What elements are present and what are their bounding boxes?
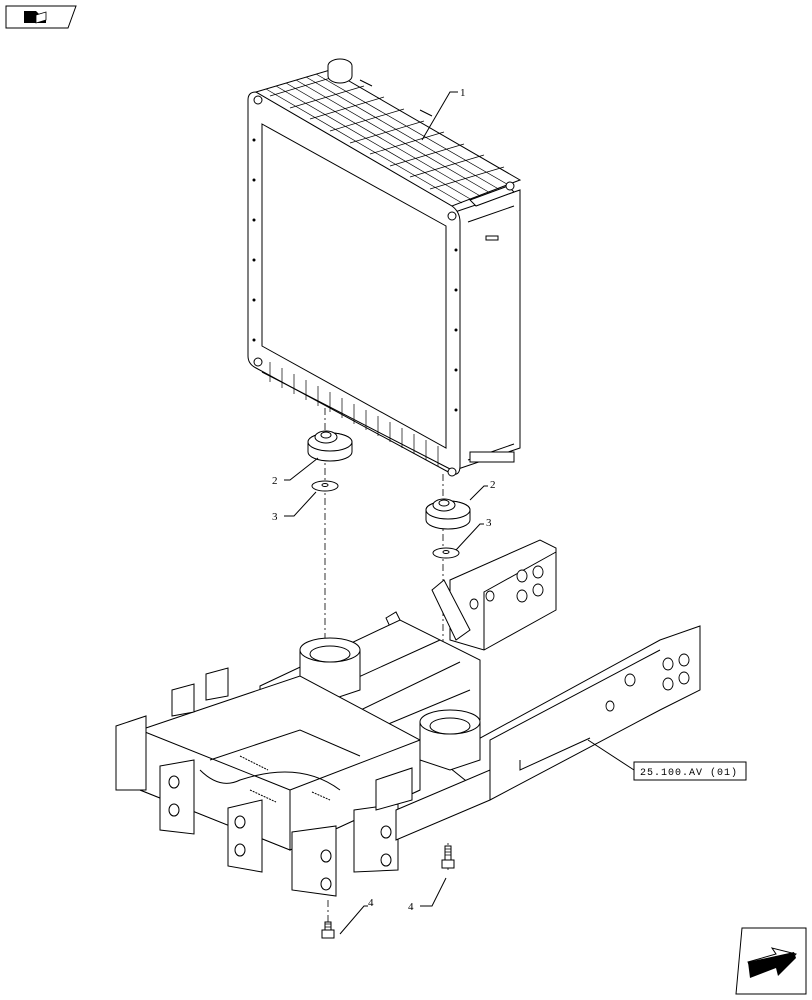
reference-callout[interactable]: 25.100.AV (01) xyxy=(587,739,747,781)
svg-text:25.100.AV (01): 25.100.AV (01) xyxy=(640,767,738,779)
callout-1: 1 xyxy=(421,87,466,141)
bolt-right xyxy=(441,845,455,869)
svg-text:3: 3 xyxy=(486,517,492,529)
washer-left xyxy=(311,480,339,492)
callout-3-left: 3 xyxy=(272,491,317,523)
arrow-icon[interactable] xyxy=(735,927,807,995)
svg-text:4: 4 xyxy=(368,897,374,909)
radiator xyxy=(247,58,522,477)
callout-4-right: 4 xyxy=(408,877,447,913)
svg-text:2: 2 xyxy=(272,475,278,487)
callout-2-right: 2 xyxy=(469,479,496,501)
svg-text:4: 4 xyxy=(408,901,414,913)
svg-text:1: 1 xyxy=(460,87,466,99)
callout-3-right: 3 xyxy=(455,517,492,551)
chassis-frame xyxy=(115,539,701,897)
rubber-mount-right xyxy=(425,498,471,530)
callout-2-left: 2 xyxy=(272,457,319,487)
washer-right xyxy=(432,547,460,559)
rubber-mount-left xyxy=(307,430,353,462)
book-arrow-icon[interactable] xyxy=(5,5,77,29)
callout-4-left: 4 xyxy=(339,897,374,935)
svg-text:3: 3 xyxy=(272,511,278,523)
svg-text:2: 2 xyxy=(490,479,496,491)
bolt-left xyxy=(321,900,335,939)
